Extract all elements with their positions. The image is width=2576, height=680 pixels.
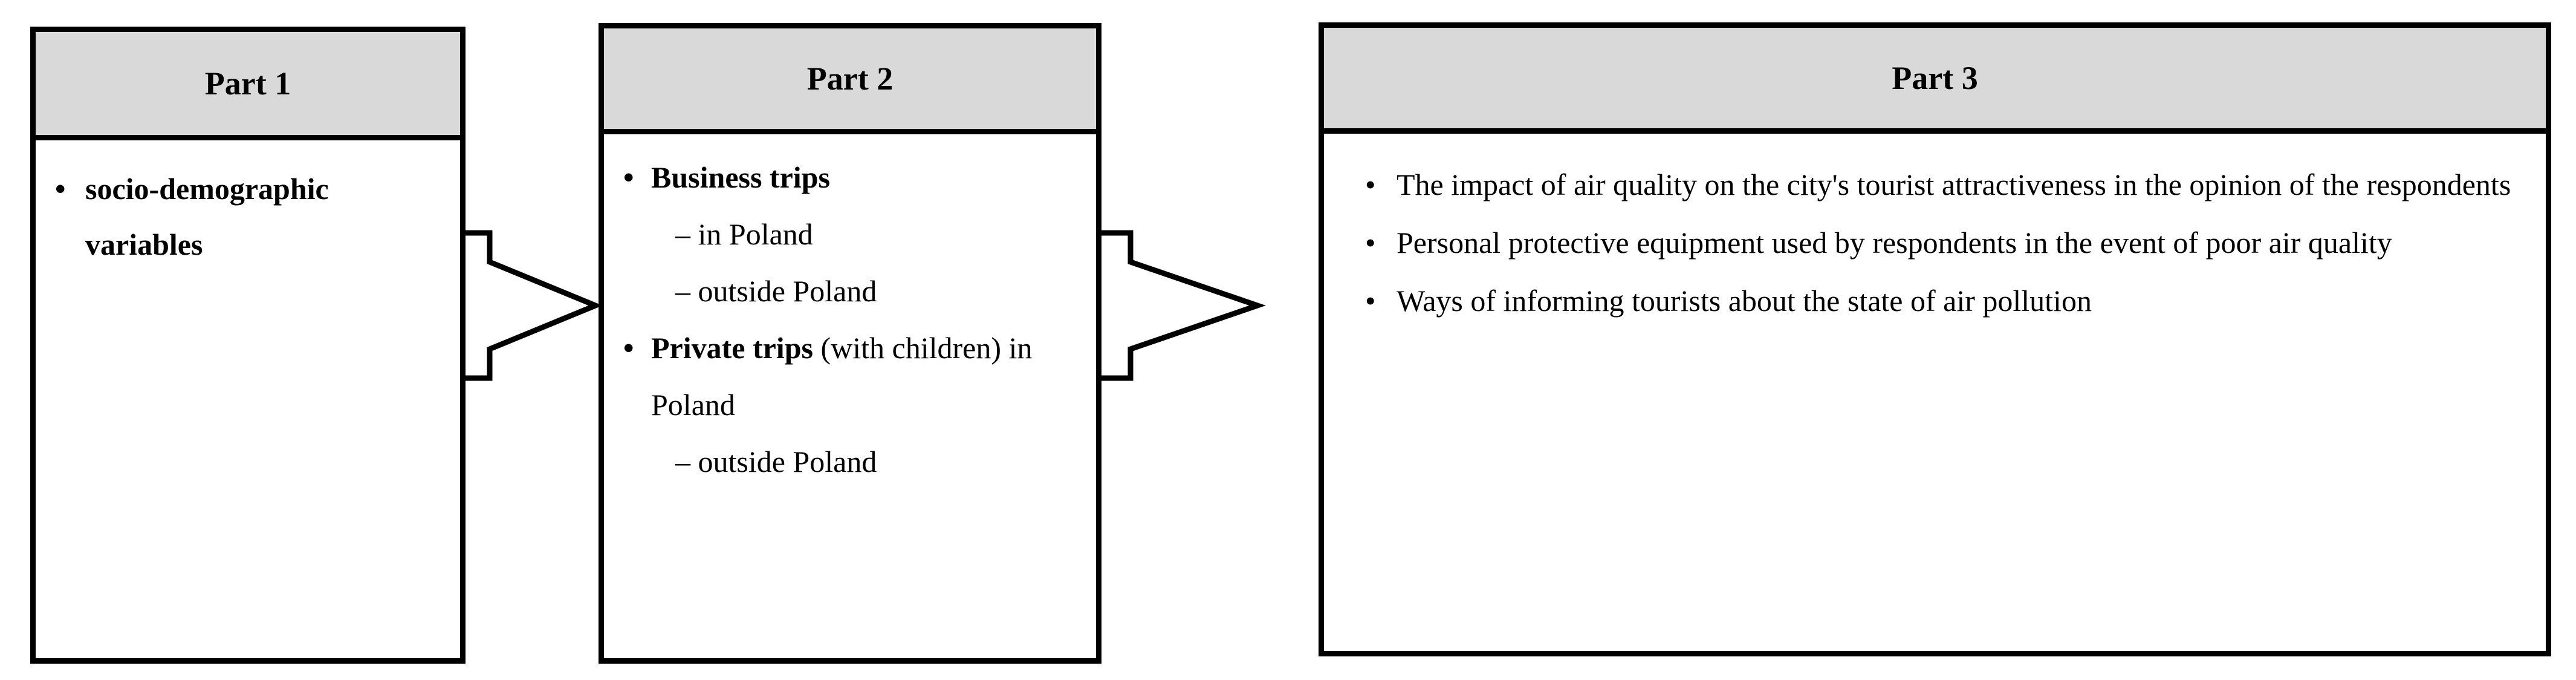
list-item-bold-text: socio-demographic variables [85, 172, 329, 261]
list-item-text: – in Poland [675, 217, 813, 251]
list-item: Private trips (with children) in Poland [620, 319, 1083, 433]
list-item: – in Poland [620, 206, 1083, 263]
list-item: Personal protective equipment used by re… [1360, 214, 2522, 272]
part-2-header: Part 2 [604, 28, 1096, 134]
list-item-plain-text: (with children) in Poland [651, 331, 1033, 422]
list-item-text: – outside Poland [675, 274, 877, 308]
arrow-part2-to-part3 [1099, 230, 1266, 381]
part-1-list: socio-demographic variables [51, 161, 444, 272]
list-item-text: Ways of informing tourists about the sta… [1397, 284, 2092, 318]
part-2-title: Part 2 [806, 60, 894, 97]
part-3-box: Part 3 The impact of air quality on the … [1319, 22, 2551, 656]
list-item: socio-demographic variables [51, 161, 444, 272]
list-item: Business trips [620, 149, 1083, 206]
part-3-title: Part 3 [1892, 60, 1978, 96]
list-item-bold-text: Business trips [651, 160, 830, 194]
list-item: The impact of air quality on the city's … [1360, 155, 2522, 214]
list-item-text: – outside Poland [675, 445, 877, 479]
list-item-bold-text: Private trips [651, 331, 813, 365]
part-2-body: Business trips – in Poland – outside Pol… [604, 134, 1096, 658]
list-item-text: Personal protective equipment used by re… [1397, 226, 2392, 260]
list-item-text: The impact of air quality on the city's … [1397, 168, 2511, 201]
arrow-part1-to-part2 [463, 230, 603, 381]
part-1-title: Part 1 [204, 65, 291, 102]
part-1-body: socio-demographic variables [36, 140, 460, 658]
list-item: – outside Poland [620, 433, 1083, 490]
list-item: Ways of informing tourists about the sta… [1360, 272, 2522, 330]
part-1-header: Part 1 [36, 32, 460, 140]
part-3-header: Part 3 [1324, 28, 2546, 134]
part-2-list: Business trips – in Poland – outside Pol… [620, 149, 1083, 490]
part-1-box: Part 1 socio-demographic variables [30, 27, 466, 664]
list-item: – outside Poland [620, 263, 1083, 319]
part-3-list: The impact of air quality on the city's … [1360, 155, 2522, 330]
part-2-box: Part 2 Business trips – in Poland – outs… [599, 23, 1101, 664]
part-3-body: The impact of air quality on the city's … [1324, 134, 2546, 651]
